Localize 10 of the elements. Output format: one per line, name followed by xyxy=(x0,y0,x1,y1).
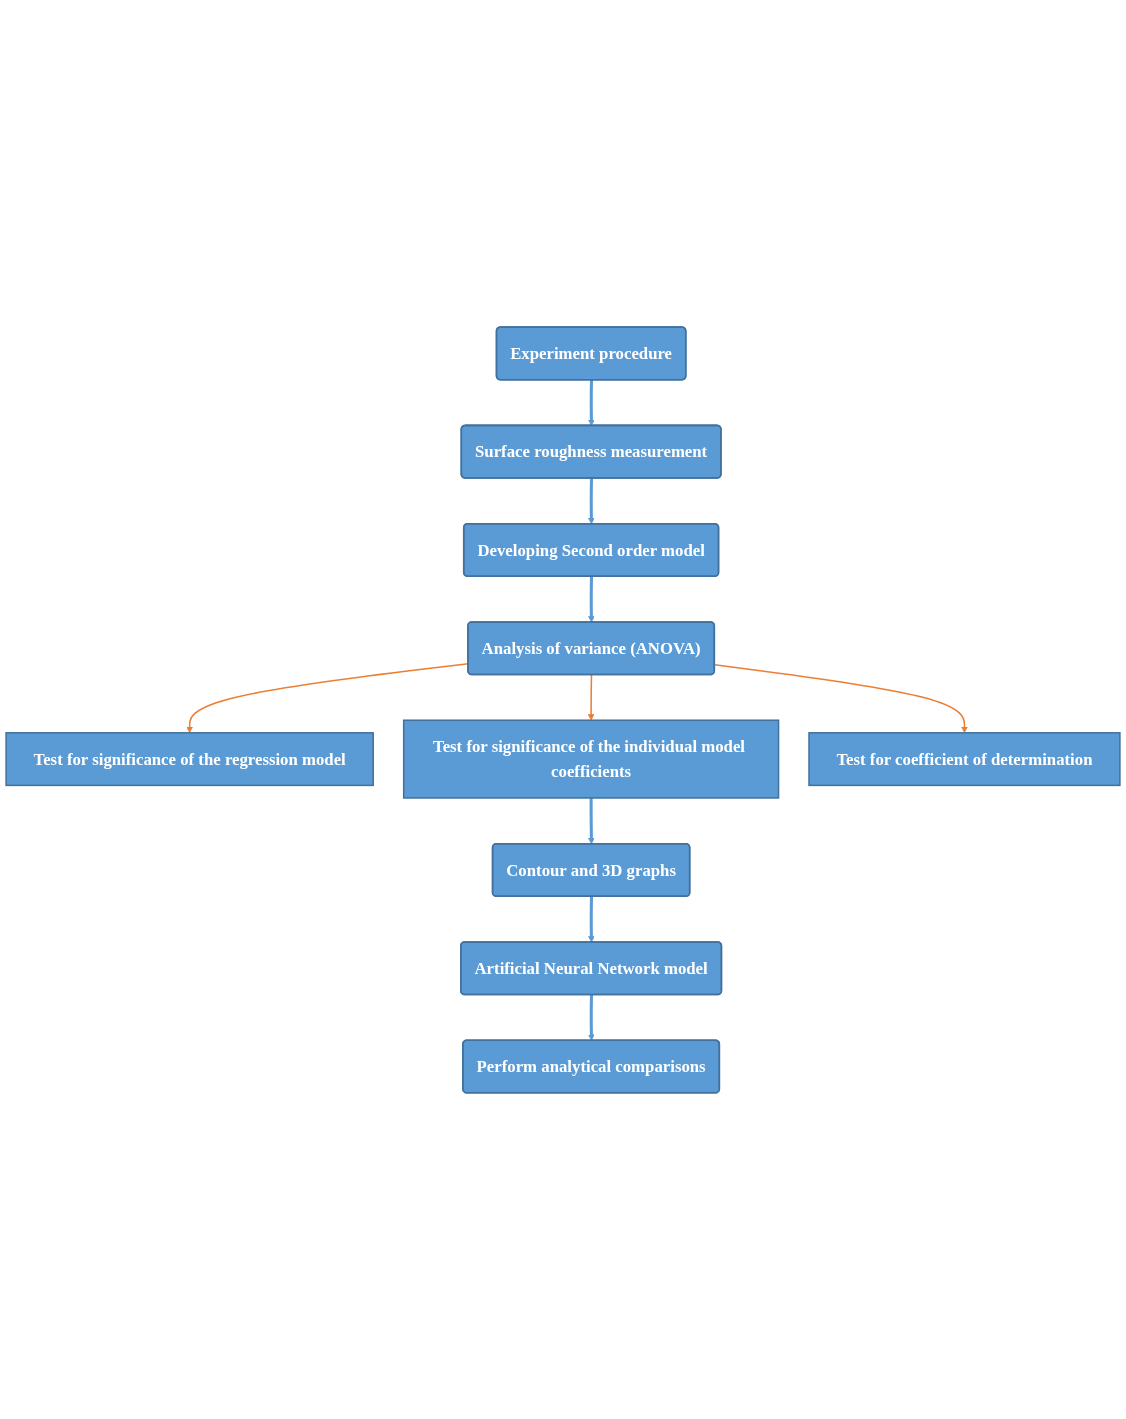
node-box: Test for significance of the regression model xyxy=(5,731,374,786)
arrow xyxy=(588,896,595,943)
arrow xyxy=(588,576,595,623)
arrow xyxy=(588,797,595,844)
arrow xyxy=(587,673,595,721)
arrow xyxy=(588,379,595,426)
node-box: Test for significance of the individual model coefficients xyxy=(402,719,780,799)
arrow xyxy=(588,994,595,1041)
arrow xyxy=(588,477,595,524)
node-box: Test for coefficient of determination xyxy=(808,731,1121,786)
